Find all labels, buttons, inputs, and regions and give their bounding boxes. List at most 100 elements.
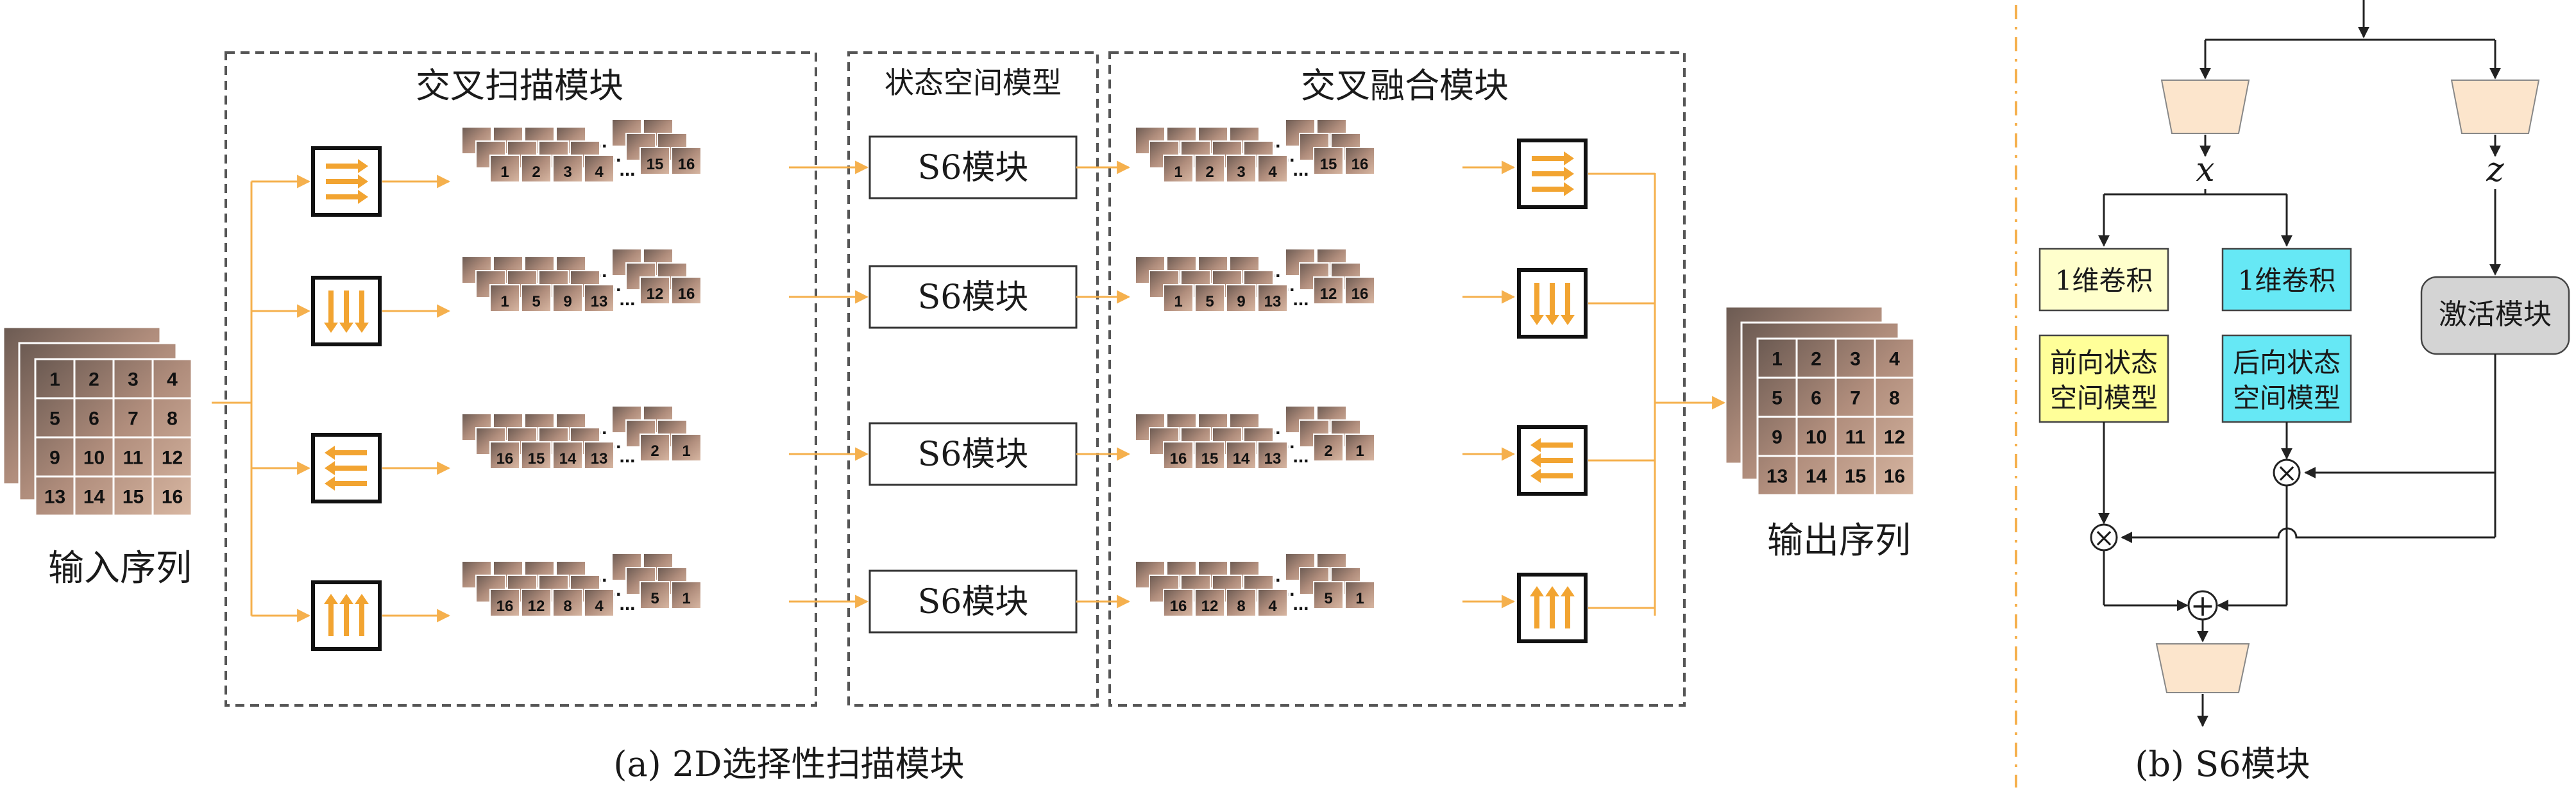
- grid-number: 13: [44, 487, 65, 508]
- conv1d-left-label: 1维卷积: [2055, 265, 2153, 296]
- grid-number: 4: [167, 369, 178, 391]
- right-projection-trapezoid: [2450, 80, 2540, 134]
- grid-number: 13: [1767, 466, 1788, 487]
- tile-number: 12: [528, 598, 545, 615]
- tile-number: 4: [1268, 164, 1277, 181]
- tile-number: 9: [1237, 293, 1245, 310]
- input-fanout-connector: [212, 181, 253, 616]
- grid-number: 3: [128, 369, 139, 391]
- scan-rows: .........12341516S6模块.........12341516..…: [251, 119, 1655, 651]
- tile-number: 16: [1352, 156, 1369, 173]
- s6-module-box: [869, 569, 1078, 634]
- tile-number: 16: [496, 598, 514, 615]
- tile-number: 2: [532, 164, 540, 181]
- cross-scan-module-box: [225, 51, 817, 707]
- add-symbol: +: [2190, 588, 2216, 623]
- tile-number: 9: [563, 293, 572, 310]
- backward-ssm-line1: 后向状态: [2233, 347, 2341, 378]
- tile-number: 1: [682, 590, 690, 607]
- sequence-ellipsis: ...: [1292, 593, 1309, 614]
- panel-b-text: x z 1维卷积 1维卷积 前向状态 空间模型 后向状态 空间模型 激活模块 ×…: [2050, 151, 2552, 784]
- tile-number: 5: [1205, 293, 1214, 310]
- tile-number: 1: [500, 164, 509, 181]
- sequence-ellipsis: ...: [1292, 159, 1309, 180]
- tile-number: 16: [1170, 598, 1187, 615]
- cross-merge-title: 交叉融合模块: [1301, 65, 1509, 106]
- tile-number: 1: [500, 293, 509, 310]
- forward-ssm-line1: 前向状态: [2050, 347, 2158, 378]
- tile-number: 1: [1174, 293, 1182, 310]
- grid-number: 16: [162, 487, 183, 508]
- tile-number: 4: [1268, 598, 1277, 615]
- multiply-symbol-right: ×: [2276, 459, 2298, 488]
- grid-number: 6: [89, 409, 99, 430]
- grid-number: 10: [83, 448, 105, 469]
- s6-module-label: S6模块: [918, 149, 1029, 187]
- grid-number: 4: [1889, 349, 1900, 370]
- grid-number: 7: [1850, 388, 1861, 409]
- forward-ssm-line2: 空间模型: [2050, 382, 2158, 414]
- tile-number: 4: [595, 598, 604, 615]
- multiply-symbol-left: ×: [2093, 523, 2115, 553]
- tile-number: 5: [650, 590, 659, 607]
- ssm-title: 状态空间模型: [885, 65, 1062, 100]
- sequence-ellipsis: ...: [619, 446, 635, 467]
- output-label: 输出序列: [1767, 520, 1911, 562]
- cross-merge-module-box: [1108, 51, 1686, 707]
- tile-number: 13: [1264, 293, 1282, 310]
- sequence-ellipsis: ...: [1292, 446, 1309, 467]
- grid-number: 2: [89, 369, 99, 391]
- sequence-ellipsis: ...: [619, 593, 635, 614]
- tile-number: 16: [1352, 285, 1369, 303]
- tile-number: 1: [1174, 164, 1182, 181]
- grid-number: 9: [1772, 427, 1783, 448]
- tile-number: 3: [1237, 164, 1245, 181]
- conv1d-right-label: 1维卷积: [2238, 265, 2336, 296]
- backward-ssm-box: [2221, 334, 2352, 423]
- tile-number: 16: [678, 156, 695, 173]
- panel-a-caption: (a) 2D选择性扫描模块: [613, 744, 964, 784]
- tile-number: 15: [528, 450, 545, 468]
- x-label: x: [2196, 151, 2214, 189]
- grid-number: 8: [167, 409, 178, 430]
- output-merge-connector: [1654, 173, 1726, 616]
- activation-label: 激活模块: [2439, 298, 2552, 331]
- panel-b: [2038, 0, 2570, 727]
- s6-module-label: S6模块: [918, 278, 1029, 317]
- forward-ssm-box: [2038, 334, 2169, 423]
- input-label: 输入序列: [48, 548, 192, 589]
- tile-number: 8: [563, 598, 572, 615]
- grid-number: 12: [1884, 427, 1905, 448]
- tile-number: 13: [1264, 450, 1282, 468]
- tile-number: 14: [559, 450, 577, 468]
- grid-number: 3: [1850, 349, 1861, 370]
- tile-number: 4: [595, 164, 604, 181]
- grid-number: 10: [1806, 427, 1827, 448]
- tile-number: 15: [1201, 450, 1219, 468]
- conv1d-right-box: [2221, 248, 2352, 312]
- tile-number: 1: [1355, 442, 1364, 460]
- grid-number: 7: [128, 409, 139, 430]
- sequence-ellipsis: ...: [619, 159, 635, 180]
- grid-number: 1: [1772, 349, 1783, 370]
- tile-number: 12: [647, 285, 664, 303]
- grid-number: 8: [1889, 388, 1900, 409]
- grid-number: 5: [49, 409, 60, 430]
- tile-number: 16: [678, 285, 695, 303]
- tile-number: 12: [1201, 598, 1219, 615]
- tile-number: 2: [1205, 164, 1214, 181]
- sequence-ellipsis: ...: [1292, 289, 1309, 310]
- s6-module-box: [869, 265, 1078, 329]
- z-label: z: [2486, 151, 2504, 189]
- tile-number: 5: [532, 293, 540, 310]
- left-projection-trapezoid: [2160, 80, 2250, 134]
- grid-number: 1: [49, 369, 60, 391]
- output-projection-trapezoid: [2155, 643, 2250, 693]
